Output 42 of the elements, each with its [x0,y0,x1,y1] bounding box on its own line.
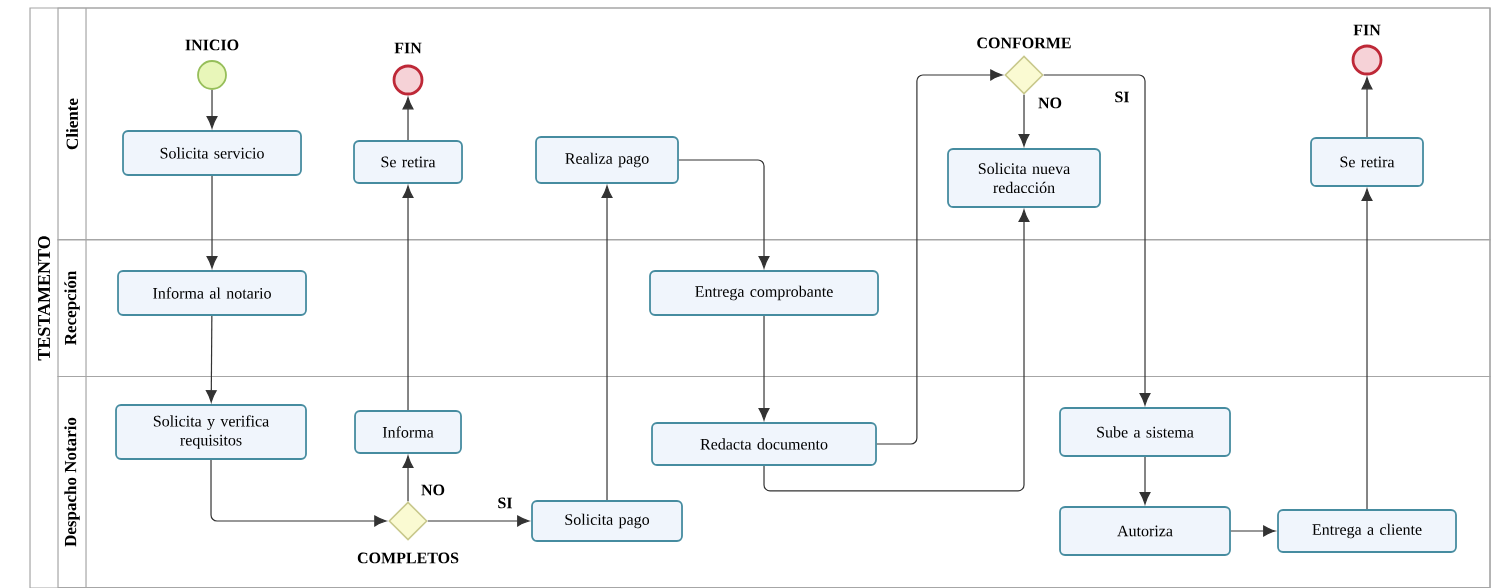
arrow [206,175,218,269]
event-label: COMPLETOS [357,552,459,564]
pool-title: TESTAMENTO [37,236,51,361]
lane-title: Despacho Notario [64,417,80,547]
arrow [1230,525,1276,537]
arrow [206,89,218,129]
arrow [402,455,414,502]
task-box: Informa [354,410,462,454]
task-box: Se retira [1310,137,1424,187]
event-label: INICIO [185,39,239,51]
task-box: Solicita pago [531,500,683,542]
task-box: Solicita nueva redacción [947,148,1101,208]
event-label: FIN [394,42,422,54]
arrow [678,159,770,269]
task-box: Realiza pago [535,136,679,184]
lane-title: Recepción [64,270,80,345]
lane-title: Cliente [66,98,78,150]
task-box: Redacta documento [651,422,877,466]
task-box: Entrega a cliente [1277,509,1457,553]
task-box: Informa al notario [117,270,307,316]
arrow [876,69,1003,445]
arrow [402,97,414,141]
arrow [427,515,530,527]
arrow [205,315,217,403]
task-box: Solicita y verifica requisitos [115,404,307,460]
task-box: Se retira [353,140,463,184]
task-box: Entrega comprobante [649,270,879,316]
arrow [1361,188,1373,510]
arrow [1043,74,1151,406]
arrow [1139,456,1151,505]
arrow [402,185,414,411]
task-box: Sube a sistema [1059,407,1231,457]
arrow [758,315,770,421]
event-label: CONFORME [977,37,1071,49]
task-box: Autoriza [1059,506,1231,556]
arrow [210,459,387,527]
arrow [1018,94,1030,147]
arrow [763,209,1030,492]
event-label: FIN [1353,24,1381,36]
task-box: Solicita servicio [122,130,302,176]
arrow [1361,77,1373,138]
arrow [601,185,613,501]
